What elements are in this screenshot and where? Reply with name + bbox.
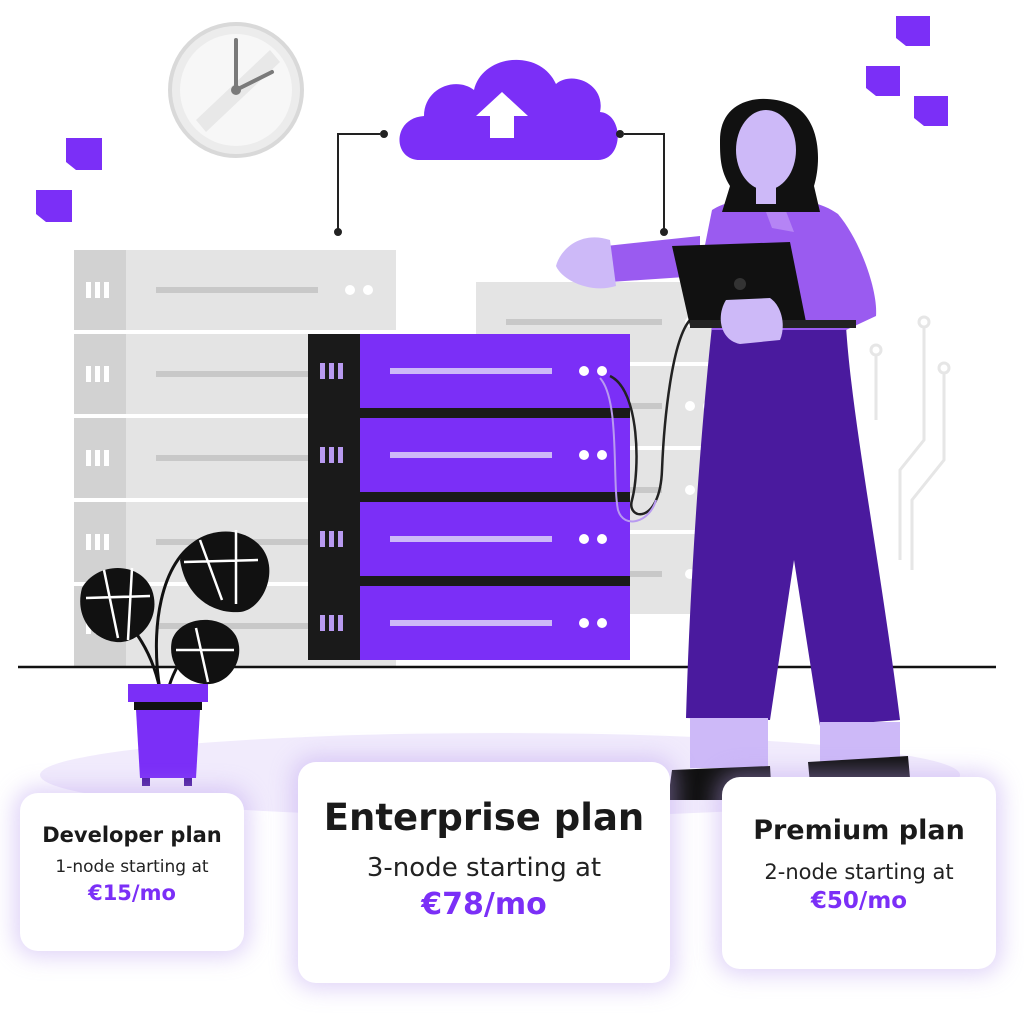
rack-gap <box>308 576 630 586</box>
rack-led <box>597 366 607 376</box>
rack-bar <box>156 623 318 629</box>
cloud-upload-icon <box>399 59 618 161</box>
premium-plan-card[interactable]: Premium plan 2-node starting at €50/mo <box>722 777 996 969</box>
rack-vent <box>86 366 91 382</box>
rack-vent <box>104 450 109 466</box>
rack-vent <box>338 531 343 547</box>
rack-led <box>579 366 589 376</box>
rack-vent <box>95 534 100 550</box>
rack-vent <box>95 366 100 382</box>
rack-vent <box>329 615 334 631</box>
rack-vent <box>329 531 334 547</box>
rack-vent <box>329 447 334 463</box>
rack-gap <box>308 492 630 502</box>
rack-vent <box>329 363 334 379</box>
plan-subtitle: 3-node starting at <box>366 853 602 883</box>
plan-subtitle: 2-node starting at <box>764 860 954 884</box>
rack-led <box>579 618 589 628</box>
rack-vent <box>104 282 109 298</box>
plan-price: €50/mo <box>810 888 908 914</box>
rack-vent <box>86 534 91 550</box>
plan-name: Developer plan <box>42 823 222 847</box>
rack-vent <box>95 282 100 298</box>
plan-name: Enterprise plan <box>323 796 645 839</box>
rack-led <box>597 450 607 460</box>
rack-bar <box>390 368 552 374</box>
rack-led <box>597 618 607 628</box>
rack-bar <box>156 371 318 377</box>
rack-led <box>685 401 695 411</box>
circuit-lines <box>869 315 951 570</box>
sticky-notes-left <box>36 138 102 222</box>
network-connectors <box>334 130 668 236</box>
plan-price: €15/mo <box>88 881 176 905</box>
clock-icon <box>168 22 304 158</box>
rack-vent <box>488 314 493 330</box>
rack-bar <box>390 536 552 542</box>
rack-bar <box>390 620 552 626</box>
enterprise-plan-card[interactable]: Enterprise plan 3-node starting at €78/m… <box>298 762 670 983</box>
rack-vent <box>104 534 109 550</box>
rack-bar <box>156 455 318 461</box>
rack-vent <box>338 447 343 463</box>
rack-vent <box>497 314 502 330</box>
plan-price: €78/mo <box>421 887 547 922</box>
rack-bar <box>156 287 318 293</box>
plan-subtitle: 1-node starting at <box>55 857 209 877</box>
rack-gap <box>308 408 630 418</box>
rack-led <box>597 534 607 544</box>
rack-led <box>579 450 589 460</box>
rack-vent <box>320 615 325 631</box>
rack-vent <box>95 450 100 466</box>
person-illustration <box>556 98 910 800</box>
rack-bar <box>390 452 552 458</box>
rack-led <box>363 285 373 295</box>
rack-vent <box>320 447 325 463</box>
rack-led <box>579 534 589 544</box>
developer-plan-card[interactable]: Developer plan 1-node starting at €15/mo <box>20 793 244 951</box>
sticky-notes-right <box>866 16 948 126</box>
rack-led <box>345 285 355 295</box>
cable <box>609 319 691 516</box>
rack-vent <box>320 531 325 547</box>
plant-icon <box>80 530 270 786</box>
rack-vent <box>104 366 109 382</box>
server-rack-purple <box>308 334 630 660</box>
plan-name: Premium plan <box>753 815 965 846</box>
rack-vent <box>86 282 91 298</box>
rack-led <box>685 485 695 495</box>
cable-light <box>599 377 657 523</box>
rack-bar <box>506 319 662 325</box>
rack-vent <box>320 363 325 379</box>
rack-vent <box>338 363 343 379</box>
rack-vent <box>86 450 91 466</box>
rack-vent <box>338 615 343 631</box>
